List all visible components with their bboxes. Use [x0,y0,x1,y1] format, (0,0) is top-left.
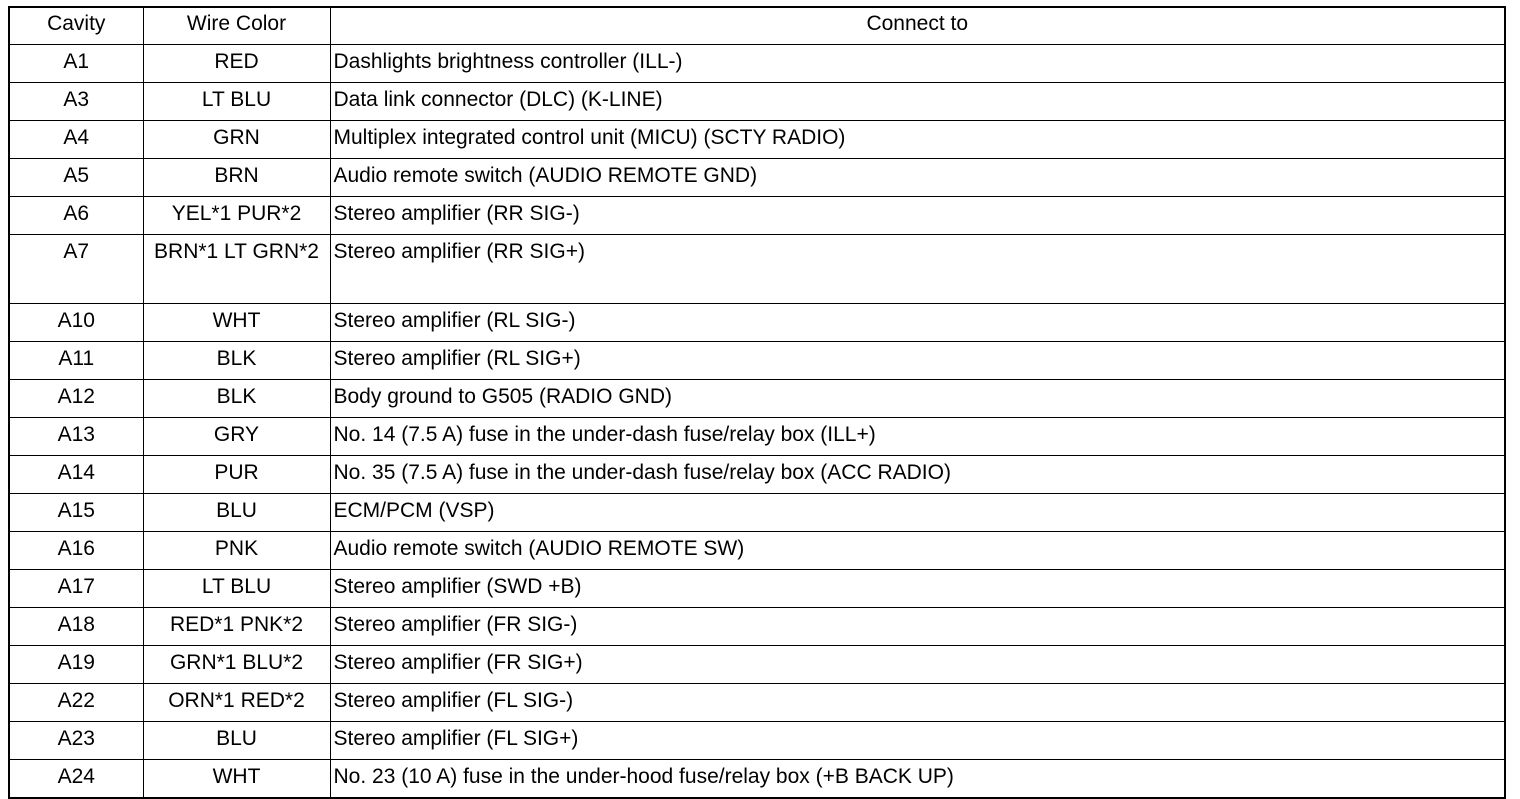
header-cavity: Cavity [8,6,144,45]
table-header: Cavity Wire Color Connect to [8,6,1506,45]
header-wire-color: Wire Color [142,6,331,45]
header-connect-to: Connect to [329,6,1506,45]
cavity-cell: A6 [8,196,144,235]
cavity-cell: A7 [8,234,144,304]
wire-color-cell: GRN [142,120,331,159]
wire-color-cell: BLK [142,341,331,380]
wire-color-cell: BLK [142,379,331,418]
wire-color-cell: BLU [142,493,331,532]
connect-to-cell: Stereo amplifier (RL SIG+) [329,341,1506,380]
cavity-cell: A13 [8,417,144,456]
wire-color-cell: LT BLU [142,82,331,121]
wire-color-cell: ORN*1 RED*2 [142,683,331,722]
connect-to-cell: Dashlights brightness controller (ILL-) [329,44,1506,83]
table-row: A15 BLU ECM/PCM (VSP) [8,493,1506,532]
pinout-table: Cavity Wire Color Connect to A1 RED Dash… [8,6,1506,799]
table-row: A7 BRN*1 LT GRN*2 Stereo amplifier (RR S… [8,234,1506,304]
table-row: A22 ORN*1 RED*2 Stereo amplifier (FL SIG… [8,683,1506,722]
table-body: A1 RED Dashlights brightness controller … [8,44,1506,799]
table-row: A14 PUR No. 35 (7.5 A) fuse in the under… [8,455,1506,494]
table-row: A17 LT BLU Stereo amplifier (SWD +B) [8,569,1506,608]
cavity-cell: A19 [8,645,144,684]
connect-to-cell: Stereo amplifier (SWD +B) [329,569,1506,608]
table-row: A23 BLU Stereo amplifier (FL SIG+) [8,721,1506,760]
connect-to-cell: ECM/PCM (VSP) [329,493,1506,532]
connect-to-cell: Stereo amplifier (FR SIG-) [329,607,1506,646]
wire-color-cell: RED*1 PNK*2 [142,607,331,646]
table-row: A3 LT BLU Data link connector (DLC) (K-L… [8,82,1506,121]
wire-color-cell: WHT [142,303,331,342]
connector-pinout-sheet: Cavity Wire Color Connect to A1 RED Dash… [8,6,1506,799]
wire-color-cell: BRN*1 LT GRN*2 [142,234,331,304]
cavity-cell: A23 [8,721,144,760]
connect-to-cell: No. 23 (10 A) fuse in the under-hood fus… [329,759,1506,799]
cavity-cell: A17 [8,569,144,608]
connect-to-cell: Stereo amplifier (RL SIG-) [329,303,1506,342]
cavity-cell: A12 [8,379,144,418]
cavity-cell: A16 [8,531,144,570]
cavity-cell: A15 [8,493,144,532]
connect-to-cell: Stereo amplifier (RR SIG-) [329,196,1506,235]
table-row: A4 GRN Multiplex integrated control unit… [8,120,1506,159]
connect-to-cell: Body ground to G505 (RADIO GND) [329,379,1506,418]
connect-to-cell: Audio remote switch (AUDIO REMOTE SW) [329,531,1506,570]
cavity-cell: A22 [8,683,144,722]
wire-color-cell: YEL*1 PUR*2 [142,196,331,235]
cavity-cell: A4 [8,120,144,159]
wire-color-cell: RED [142,44,331,83]
table-row: A18 RED*1 PNK*2 Stereo amplifier (FR SIG… [8,607,1506,646]
connect-to-cell: Audio remote switch (AUDIO REMOTE GND) [329,158,1506,197]
table-row: A5 BRN Audio remote switch (AUDIO REMOTE… [8,158,1506,197]
table-row: A12 BLK Body ground to G505 (RADIO GND) [8,379,1506,418]
wire-color-cell: GRY [142,417,331,456]
table-row: A10 WHT Stereo amplifier (RL SIG-) [8,303,1506,342]
wire-color-cell: GRN*1 BLU*2 [142,645,331,684]
cavity-cell: A1 [8,44,144,83]
connect-to-cell: No. 14 (7.5 A) fuse in the under-dash fu… [329,417,1506,456]
table-row: A16 PNK Audio remote switch (AUDIO REMOT… [8,531,1506,570]
wire-color-cell: PUR [142,455,331,494]
cavity-cell: A11 [8,341,144,380]
cavity-cell: A5 [8,158,144,197]
connect-to-cell: Multiplex integrated control unit (MICU)… [329,120,1506,159]
connect-to-cell: Stereo amplifier (FL SIG-) [329,683,1506,722]
table-row: A1 RED Dashlights brightness controller … [8,44,1506,83]
connect-to-cell: Data link connector (DLC) (K-LINE) [329,82,1506,121]
table-row: A19 GRN*1 BLU*2 Stereo amplifier (FR SIG… [8,645,1506,684]
cavity-cell: A18 [8,607,144,646]
connect-to-cell: No. 35 (7.5 A) fuse in the under-dash fu… [329,455,1506,494]
wire-color-cell: PNK [142,531,331,570]
table-row: A13 GRY No. 14 (7.5 A) fuse in the under… [8,417,1506,456]
table-row: A24 WHT No. 23 (10 A) fuse in the under-… [8,759,1506,799]
cavity-cell: A3 [8,82,144,121]
table-row: A11 BLK Stereo amplifier (RL SIG+) [8,341,1506,380]
wire-color-cell: LT BLU [142,569,331,608]
cavity-cell: A14 [8,455,144,494]
wire-color-cell: WHT [142,759,331,799]
wire-color-cell: BRN [142,158,331,197]
connect-to-cell: Stereo amplifier (FR SIG+) [329,645,1506,684]
cavity-cell: A24 [8,759,144,799]
connect-to-cell: Stereo amplifier (RR SIG+) [329,234,1506,304]
header-row: Cavity Wire Color Connect to [8,6,1506,45]
wire-color-cell: BLU [142,721,331,760]
connect-to-cell: Stereo amplifier (FL SIG+) [329,721,1506,760]
cavity-cell: A10 [8,303,144,342]
table-row: A6 YEL*1 PUR*2 Stereo amplifier (RR SIG-… [8,196,1506,235]
